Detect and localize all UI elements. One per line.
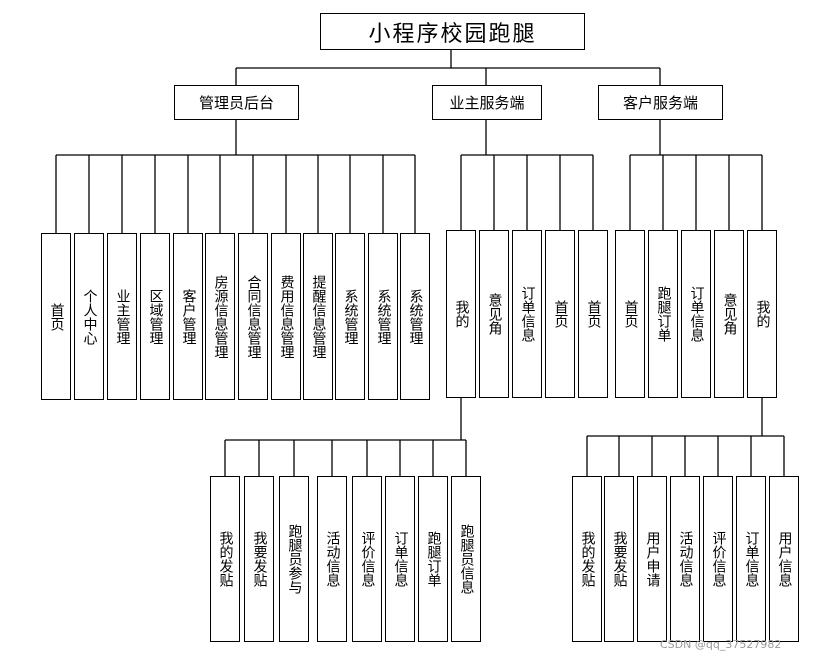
client-item-1: 首页 [615, 230, 645, 398]
owner-sub-item-8: 跑腿员信息 [451, 476, 481, 642]
client-service-node: 客户服务端 [598, 85, 723, 120]
client-sub-item-7: 用户信息 [769, 476, 799, 642]
owner-sub-item-6: 订单信息 [385, 476, 415, 642]
client-sub-item-2: 我要发贴 [604, 476, 634, 642]
admin-item-2: 个人中心 [74, 233, 104, 400]
owner-item-2: 意见角 [479, 230, 509, 398]
owner-sub-item-5: 评价信息 [352, 476, 382, 642]
owner-item-4: 首页 [545, 230, 575, 398]
admin-item-3: 业主管理 [107, 233, 137, 400]
owner-sub-item-2: 我要发贴 [244, 476, 274, 642]
owner-service-node: 业主服务端 [432, 85, 542, 120]
admin-item-4: 区域管理 [140, 233, 170, 400]
admin-backend-node: 管理员后台 [174, 85, 299, 120]
admin-item-12: 系统管理 [400, 233, 430, 400]
root-node: 小程序校园跑腿 [320, 13, 585, 50]
admin-item-9: 提醒信息管理 [303, 233, 333, 400]
admin-item-5: 客户管理 [173, 233, 203, 400]
owner-sub-item-4: 活动信息 [317, 476, 347, 642]
owner-sub-item-7: 跑腿订单 [418, 476, 448, 642]
admin-item-6: 房源信息管理 [205, 233, 235, 400]
owner-item-5: 首页 [578, 230, 608, 398]
admin-item-11: 系统管理 [368, 233, 398, 400]
owner-sub-item-1: 我的发贴 [210, 476, 240, 642]
watermark: CSDN @qq_37527982 [660, 638, 782, 651]
client-item-3: 订单信息 [681, 230, 711, 398]
client-sub-item-4: 活动信息 [670, 476, 700, 642]
owner-item-3: 订单信息 [512, 230, 542, 398]
client-sub-item-1: 我的发贴 [572, 476, 602, 642]
client-sub-item-3: 用户申请 [637, 476, 667, 642]
admin-item-1: 首页 [41, 233, 71, 400]
client-item-4: 意见角 [714, 230, 744, 398]
client-sub-item-6: 订单信息 [736, 476, 766, 642]
client-sub-item-5: 评价信息 [703, 476, 733, 642]
admin-item-10: 系统管理 [335, 233, 365, 400]
owner-item-1: 我的 [446, 230, 476, 398]
admin-item-7: 合同信息管理 [238, 233, 268, 400]
client-item-2: 跑腿订单 [648, 230, 678, 398]
owner-sub-item-3: 跑腿员参与 [279, 476, 309, 642]
client-item-5: 我的 [747, 230, 777, 398]
admin-item-8: 费用信息管理 [271, 233, 301, 400]
